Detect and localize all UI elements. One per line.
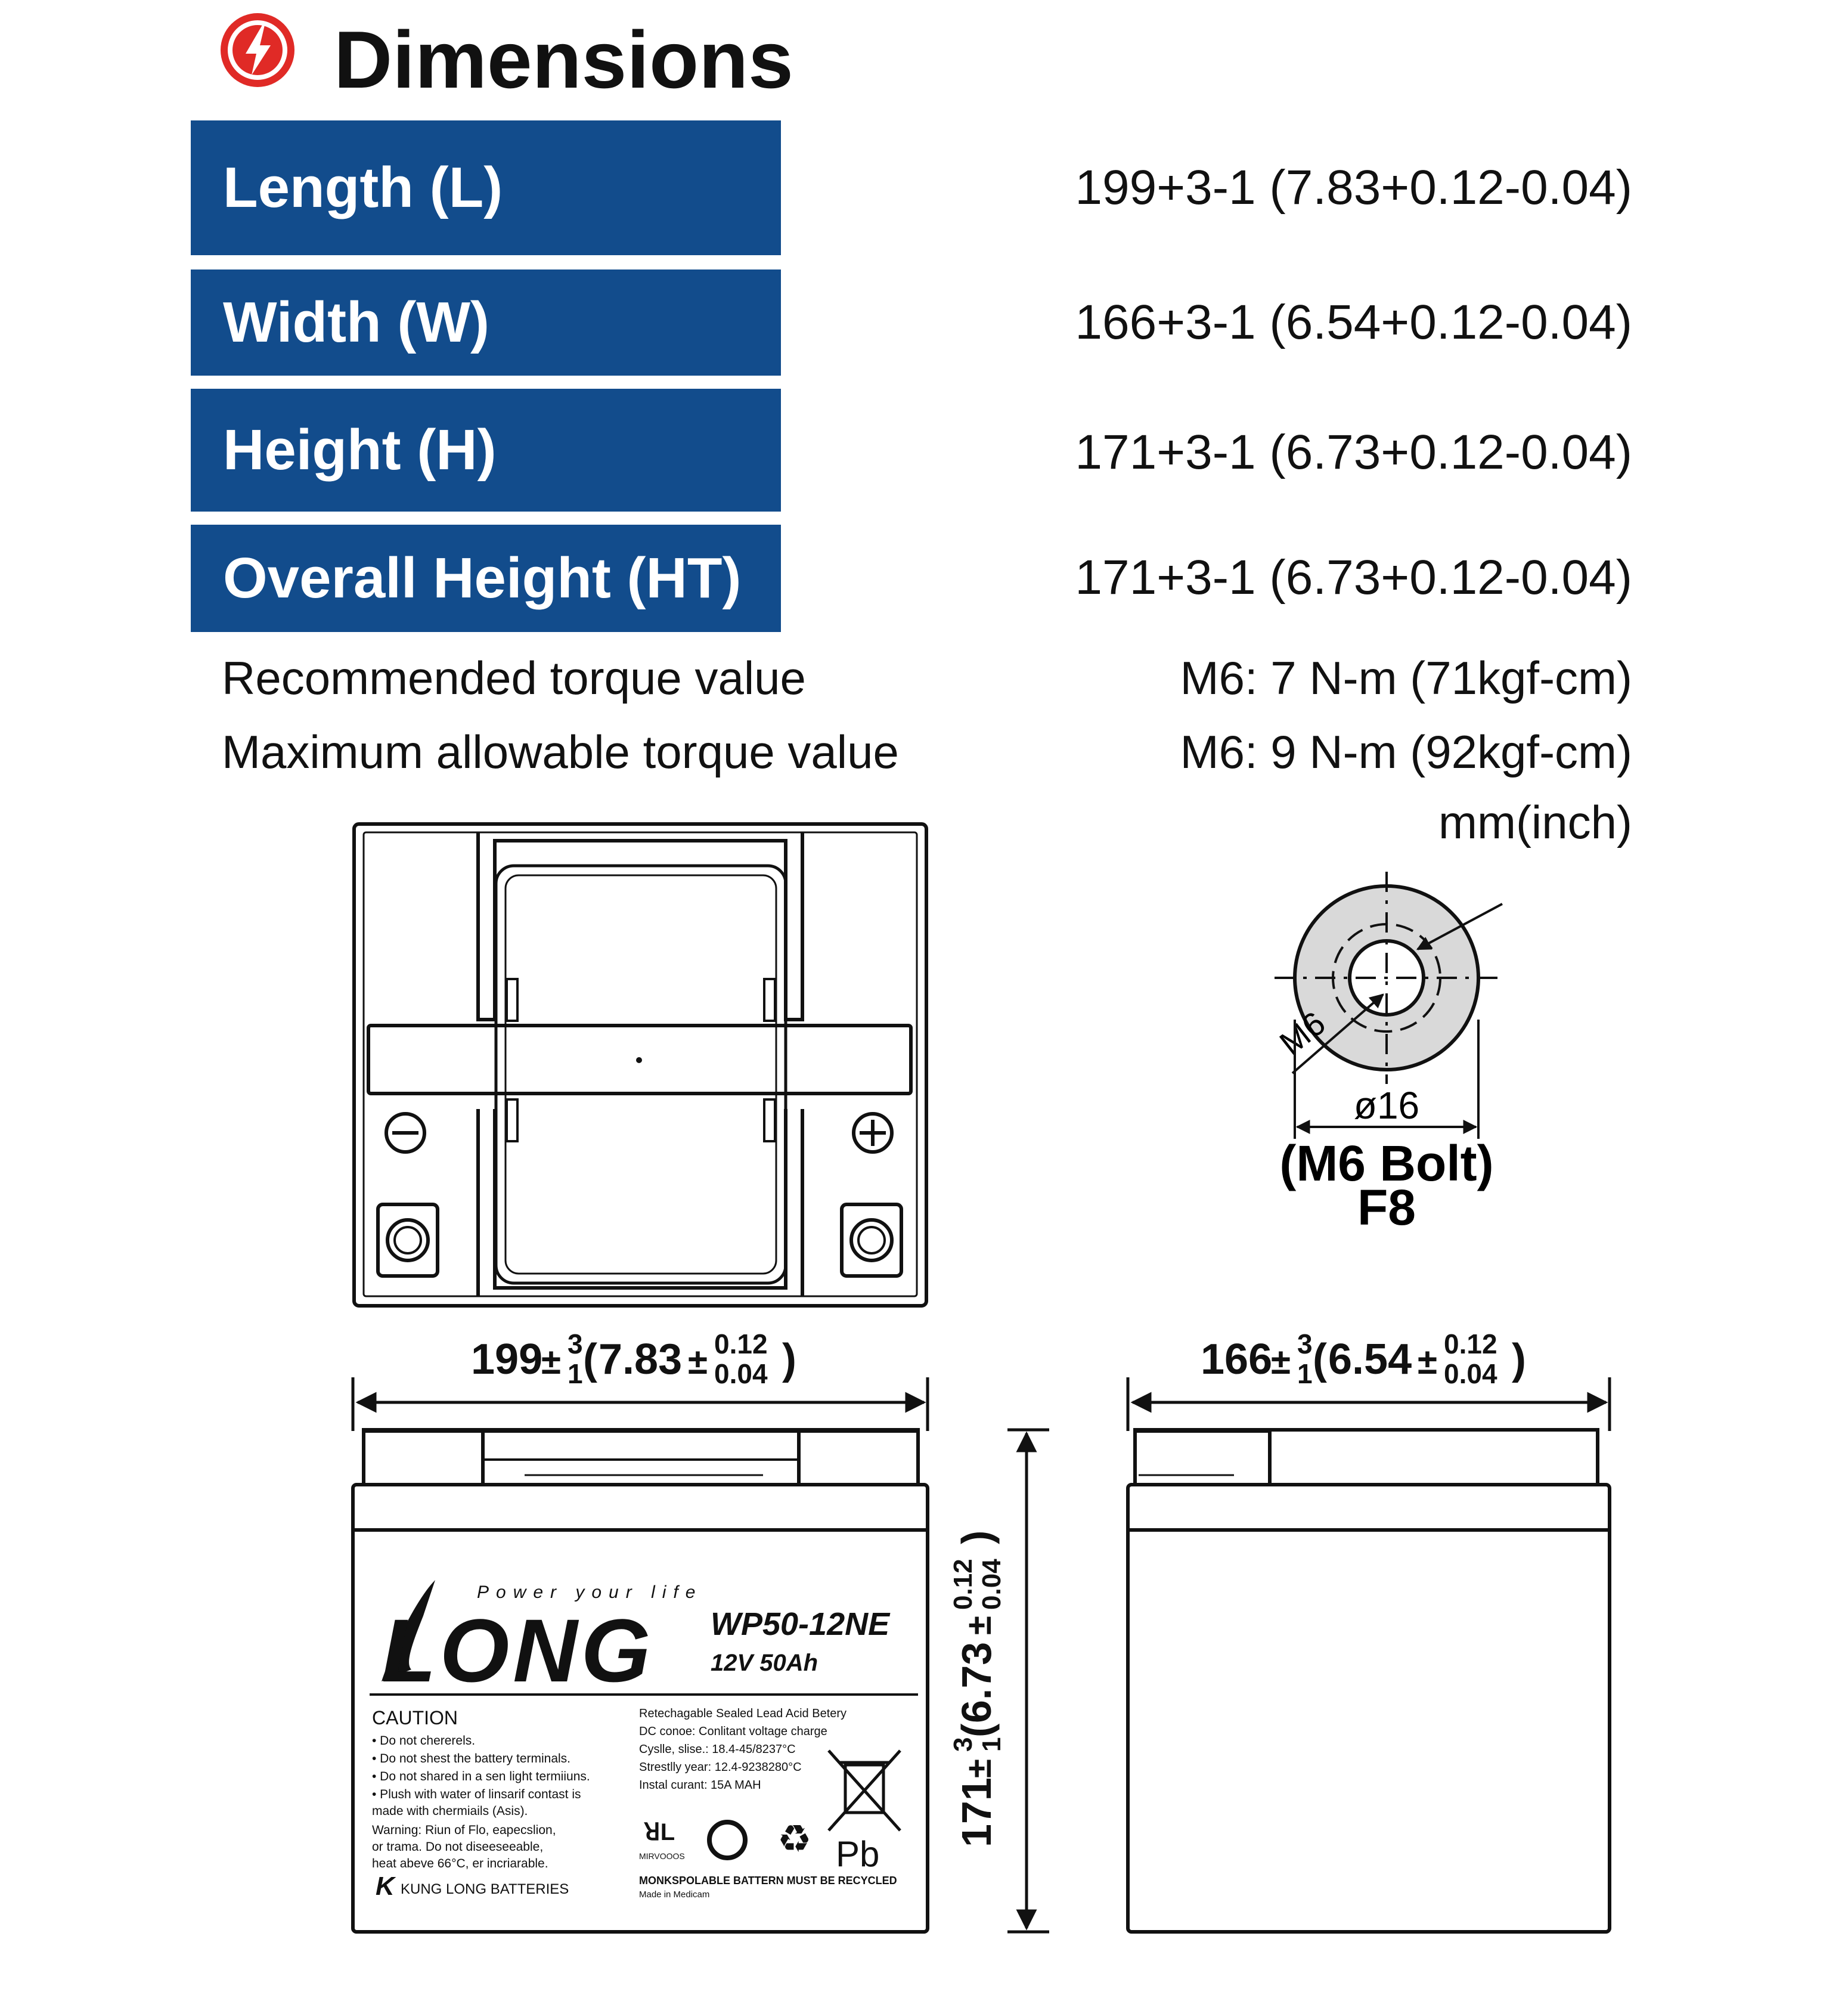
recycle-note: MONKSPOLABLE BATTERN MUST BE RECYCLED: [639, 1875, 897, 1887]
height-inch: 6.73: [953, 1642, 1000, 1723]
ul-cert-icon: ꓤL: [644, 1819, 675, 1845]
spec-line: Strestlly year: 12.4-9238280°C: [639, 1761, 802, 1774]
dimension-label-height: Height (H): [191, 389, 781, 512]
maker-name: KUNG LONG BATTERIES: [401, 1881, 569, 1897]
torque-recommended-label: Recommended torque value: [222, 652, 806, 704]
svg-text:±: ±: [1271, 1342, 1291, 1382]
svg-text:): ): [782, 1336, 796, 1383]
torque-maximum-value: M6: 9 N-m (92kgf-cm): [1180, 726, 1632, 778]
side-width-inch-down: 0.04: [1444, 1358, 1497, 1389]
dimension-label-width: Width (W): [191, 270, 781, 376]
caution-line: • Plush with water of linsarif contast i…: [372, 1788, 581, 1801]
torque-recommended-value: M6: 7 N-m (71kgf-cm): [1180, 652, 1632, 704]
battery-front-view: LONG Power your life WP50-12NE 12V 50Ah …: [351, 1428, 929, 1934]
dimension-value-overall-height: 171+3-1 (6.73+0.12-0.04): [1075, 550, 1632, 605]
cert-code: MIRVOOOS: [639, 1851, 685, 1861]
front-width-inch-down: 0.04: [714, 1358, 768, 1389]
spec-line: DC conoe: Conlitant voltage charge: [639, 1725, 827, 1738]
caution-title: CAUTION: [372, 1707, 458, 1729]
svg-text:): ): [1512, 1336, 1526, 1383]
model-number: WP50-12NE: [711, 1606, 891, 1642]
brand-logo: LONG: [382, 1600, 654, 1700]
bolt-diagram: M6 ø16 (M6 Bolt) F8: [1273, 872, 1503, 1235]
caution-line: • Do not shared in a sen light termiiuns…: [372, 1770, 590, 1783]
page-title: Dimensions: [334, 14, 793, 105]
svg-text:(: (: [953, 1723, 1000, 1737]
height-inch-up: 0.12: [948, 1559, 978, 1610]
battery-top-view: [352, 822, 928, 1308]
units-note: mm(inch): [1438, 796, 1632, 848]
front-width-tol-down: 1: [568, 1358, 583, 1389]
height-inch-down: 0.04: [977, 1559, 1006, 1610]
crossed-bin-icon: [827, 1749, 901, 1832]
height-tol-up: 3: [948, 1737, 978, 1752]
height-dimension: 171 ± 3 1 ( 6.73 ± 0.12 0.04 ): [948, 1428, 1049, 1934]
spec-line: Retechagable Sealed Lead Acid Betery: [639, 1707, 847, 1720]
svg-text:±: ±: [960, 1616, 999, 1635]
svg-text:(: (: [1313, 1336, 1327, 1383]
caution-line: • Do not chererels.: [372, 1734, 475, 1748]
height-tol-down: 1: [977, 1737, 1006, 1752]
front-width-dimension: 199 ± 3 1 ( 7.83 ± 0.12 0.04 ): [351, 1328, 929, 1431]
bolt-name: (M6 Bolt): [1279, 1135, 1493, 1191]
brand-logo-swoosh: [382, 1580, 435, 1681]
svg-text:±: ±: [1418, 1342, 1437, 1382]
side-width-tol-up: 3: [1297, 1328, 1313, 1359]
svg-text:±: ±: [541, 1342, 561, 1382]
dimension-value-height: 171+3-1 (6.73+0.12-0.04): [1075, 425, 1632, 479]
maker-logo-icon: K: [376, 1872, 396, 1901]
bolt-diameter-label: ø16: [1354, 1084, 1419, 1127]
battery-side-view: [1126, 1428, 1611, 1934]
caution-line: made with chermiails (Asis).: [372, 1804, 528, 1818]
made-in: Made in Medicam: [639, 1890, 709, 1900]
dimension-label-overall-height: Overall Height (HT): [191, 525, 781, 632]
height-mm: 171: [953, 1777, 1000, 1847]
dimension-label-length: Length (L): [191, 120, 781, 255]
svg-text:±: ±: [688, 1342, 708, 1382]
bolt-code: F8: [1357, 1179, 1416, 1235]
front-width-inch-up: 0.12: [714, 1328, 768, 1359]
caution-line: Warning: Riun of Flo, eapecslion,: [372, 1823, 556, 1837]
front-width-mm: 199: [471, 1336, 542, 1383]
caution-line: heat abeve 66°C, er incriarable.: [372, 1857, 548, 1870]
side-width-tol-down: 1: [1297, 1358, 1313, 1389]
side-width-dimension: 166 ± 3 1 ( 6.54 ± 0.12 0.04 ): [1126, 1328, 1611, 1431]
caution-line: • Do not shest the battery terminals.: [372, 1752, 570, 1765]
svg-text:±: ±: [960, 1759, 999, 1778]
caution-line: or trama. Do not diseeseeable,: [372, 1840, 543, 1854]
dimension-value-width: 166+3-1 (6.54+0.12-0.04): [1075, 295, 1632, 349]
seal-icon: [707, 1820, 748, 1860]
side-width-mm: 166: [1201, 1336, 1272, 1383]
lightning-bolt-icon: [219, 12, 296, 88]
dimension-value-length: 199+3-1 (7.83+0.12-0.04): [1075, 160, 1632, 215]
front-width-tol-up: 3: [568, 1328, 583, 1359]
front-width-inch: 7.83: [599, 1336, 682, 1383]
svg-text:(: (: [583, 1336, 597, 1383]
lead-symbol: Pb: [836, 1834, 879, 1874]
recycle-icon: ♻: [777, 1817, 811, 1860]
svg-text:): ): [953, 1531, 1000, 1544]
spec-line: Cyslle, slise.: 18.4-45/8237°C: [639, 1743, 796, 1756]
spec-line: Instal curant: 15A MAH: [639, 1779, 761, 1792]
side-width-inch-up: 0.12: [1444, 1328, 1497, 1359]
side-width-inch: 6.54: [1328, 1336, 1412, 1383]
model-rating: 12V 50Ah: [711, 1650, 818, 1676]
torque-maximum-label: Maximum allowable torque value: [222, 726, 899, 778]
brand-tagline: Power your life: [477, 1582, 702, 1602]
